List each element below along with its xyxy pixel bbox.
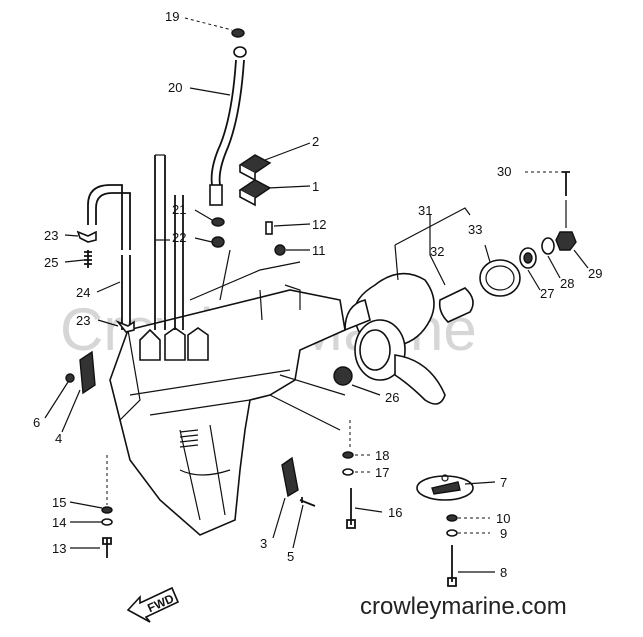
washer-28 — [541, 237, 555, 255]
callout-10: 10 — [496, 511, 510, 526]
grommet-20-top — [233, 46, 247, 58]
callout-30: 30 — [497, 164, 511, 179]
rubber-seals — [238, 154, 272, 207]
callout-20: 20 — [168, 80, 182, 95]
bolt-5 — [299, 497, 316, 507]
callout-1: 1 — [312, 179, 319, 194]
callout-13: 13 — [52, 541, 66, 556]
pin-12 — [265, 221, 273, 235]
callout-19: 19 — [165, 9, 179, 24]
drive-shafts — [121, 154, 184, 330]
callout-24: 24 — [76, 285, 90, 300]
callout-31: 31 — [418, 203, 432, 218]
washer-15 — [101, 506, 113, 514]
water-tube — [209, 59, 245, 206]
clamp-23a — [76, 230, 97, 243]
callout-27: 27 — [540, 286, 554, 301]
callout-17: 17 — [375, 465, 389, 480]
leader-lines — [44, 17, 589, 573]
lower-unit-housing — [109, 284, 346, 536]
callout-23a: 23 — [44, 228, 58, 243]
callout-6: 6 — [33, 415, 40, 430]
callout-28: 28 — [560, 276, 574, 291]
washer-18 — [342, 451, 354, 459]
callout-2: 2 — [312, 134, 319, 149]
callout-11: 11 — [312, 243, 326, 258]
nut-29 — [555, 231, 577, 251]
screw-6 — [65, 373, 75, 383]
callout-25: 25 — [44, 255, 58, 270]
callout-16: 16 — [388, 505, 402, 520]
propeller-31 — [344, 272, 446, 405]
callout-8: 8 — [500, 565, 507, 580]
grommet-22 — [211, 236, 225, 248]
callout-18: 18 — [375, 448, 389, 463]
washer-14 — [101, 518, 113, 526]
bolt-25 — [84, 250, 92, 268]
washer-17 — [342, 468, 354, 476]
cotter-pin-30 — [562, 171, 570, 196]
bolt-13 — [102, 537, 112, 558]
callout-7: 7 — [500, 475, 507, 490]
callout-33: 33 — [468, 222, 482, 237]
grommet-19 — [231, 28, 245, 38]
washer-9 — [446, 529, 458, 537]
bolt-16 — [346, 488, 356, 529]
site-url: crowleymarine.com — [360, 593, 567, 620]
callout-22: 22 — [172, 230, 186, 245]
callout-29: 29 — [588, 266, 602, 281]
callout-32: 32 — [430, 244, 444, 259]
bolt-8 — [447, 545, 457, 587]
grommet-21 — [211, 217, 225, 227]
thrust-washer-26 — [333, 366, 353, 386]
washer-10 — [446, 514, 458, 522]
callout-26: 26 — [385, 390, 399, 405]
callout-21: 21 — [172, 202, 186, 217]
callout-9: 9 — [500, 526, 507, 541]
bent-water-pipe — [87, 184, 131, 250]
fwd-arrow: FWD — [126, 586, 180, 623]
trim-tab-3 — [281, 456, 299, 498]
callout-4: 4 — [55, 431, 62, 446]
callout-12: 12 — [312, 217, 326, 232]
callout-15: 15 — [52, 495, 66, 510]
fwd-label: FWD — [145, 591, 176, 615]
anode-plate-7 — [416, 474, 474, 501]
callout-3: 3 — [260, 536, 267, 551]
anode-4 — [79, 350, 96, 395]
callout-labels: 1 2 3 4 5 6 7 8 9 10 11 12 13 14 15 16 1… — [33, 9, 602, 580]
callout-5: 5 — [287, 549, 294, 564]
callout-14: 14 — [52, 515, 66, 530]
callout-23b: 23 — [76, 313, 90, 328]
spacer-32 — [438, 287, 474, 323]
plug-11 — [274, 244, 286, 256]
clamp-23b — [115, 320, 135, 333]
